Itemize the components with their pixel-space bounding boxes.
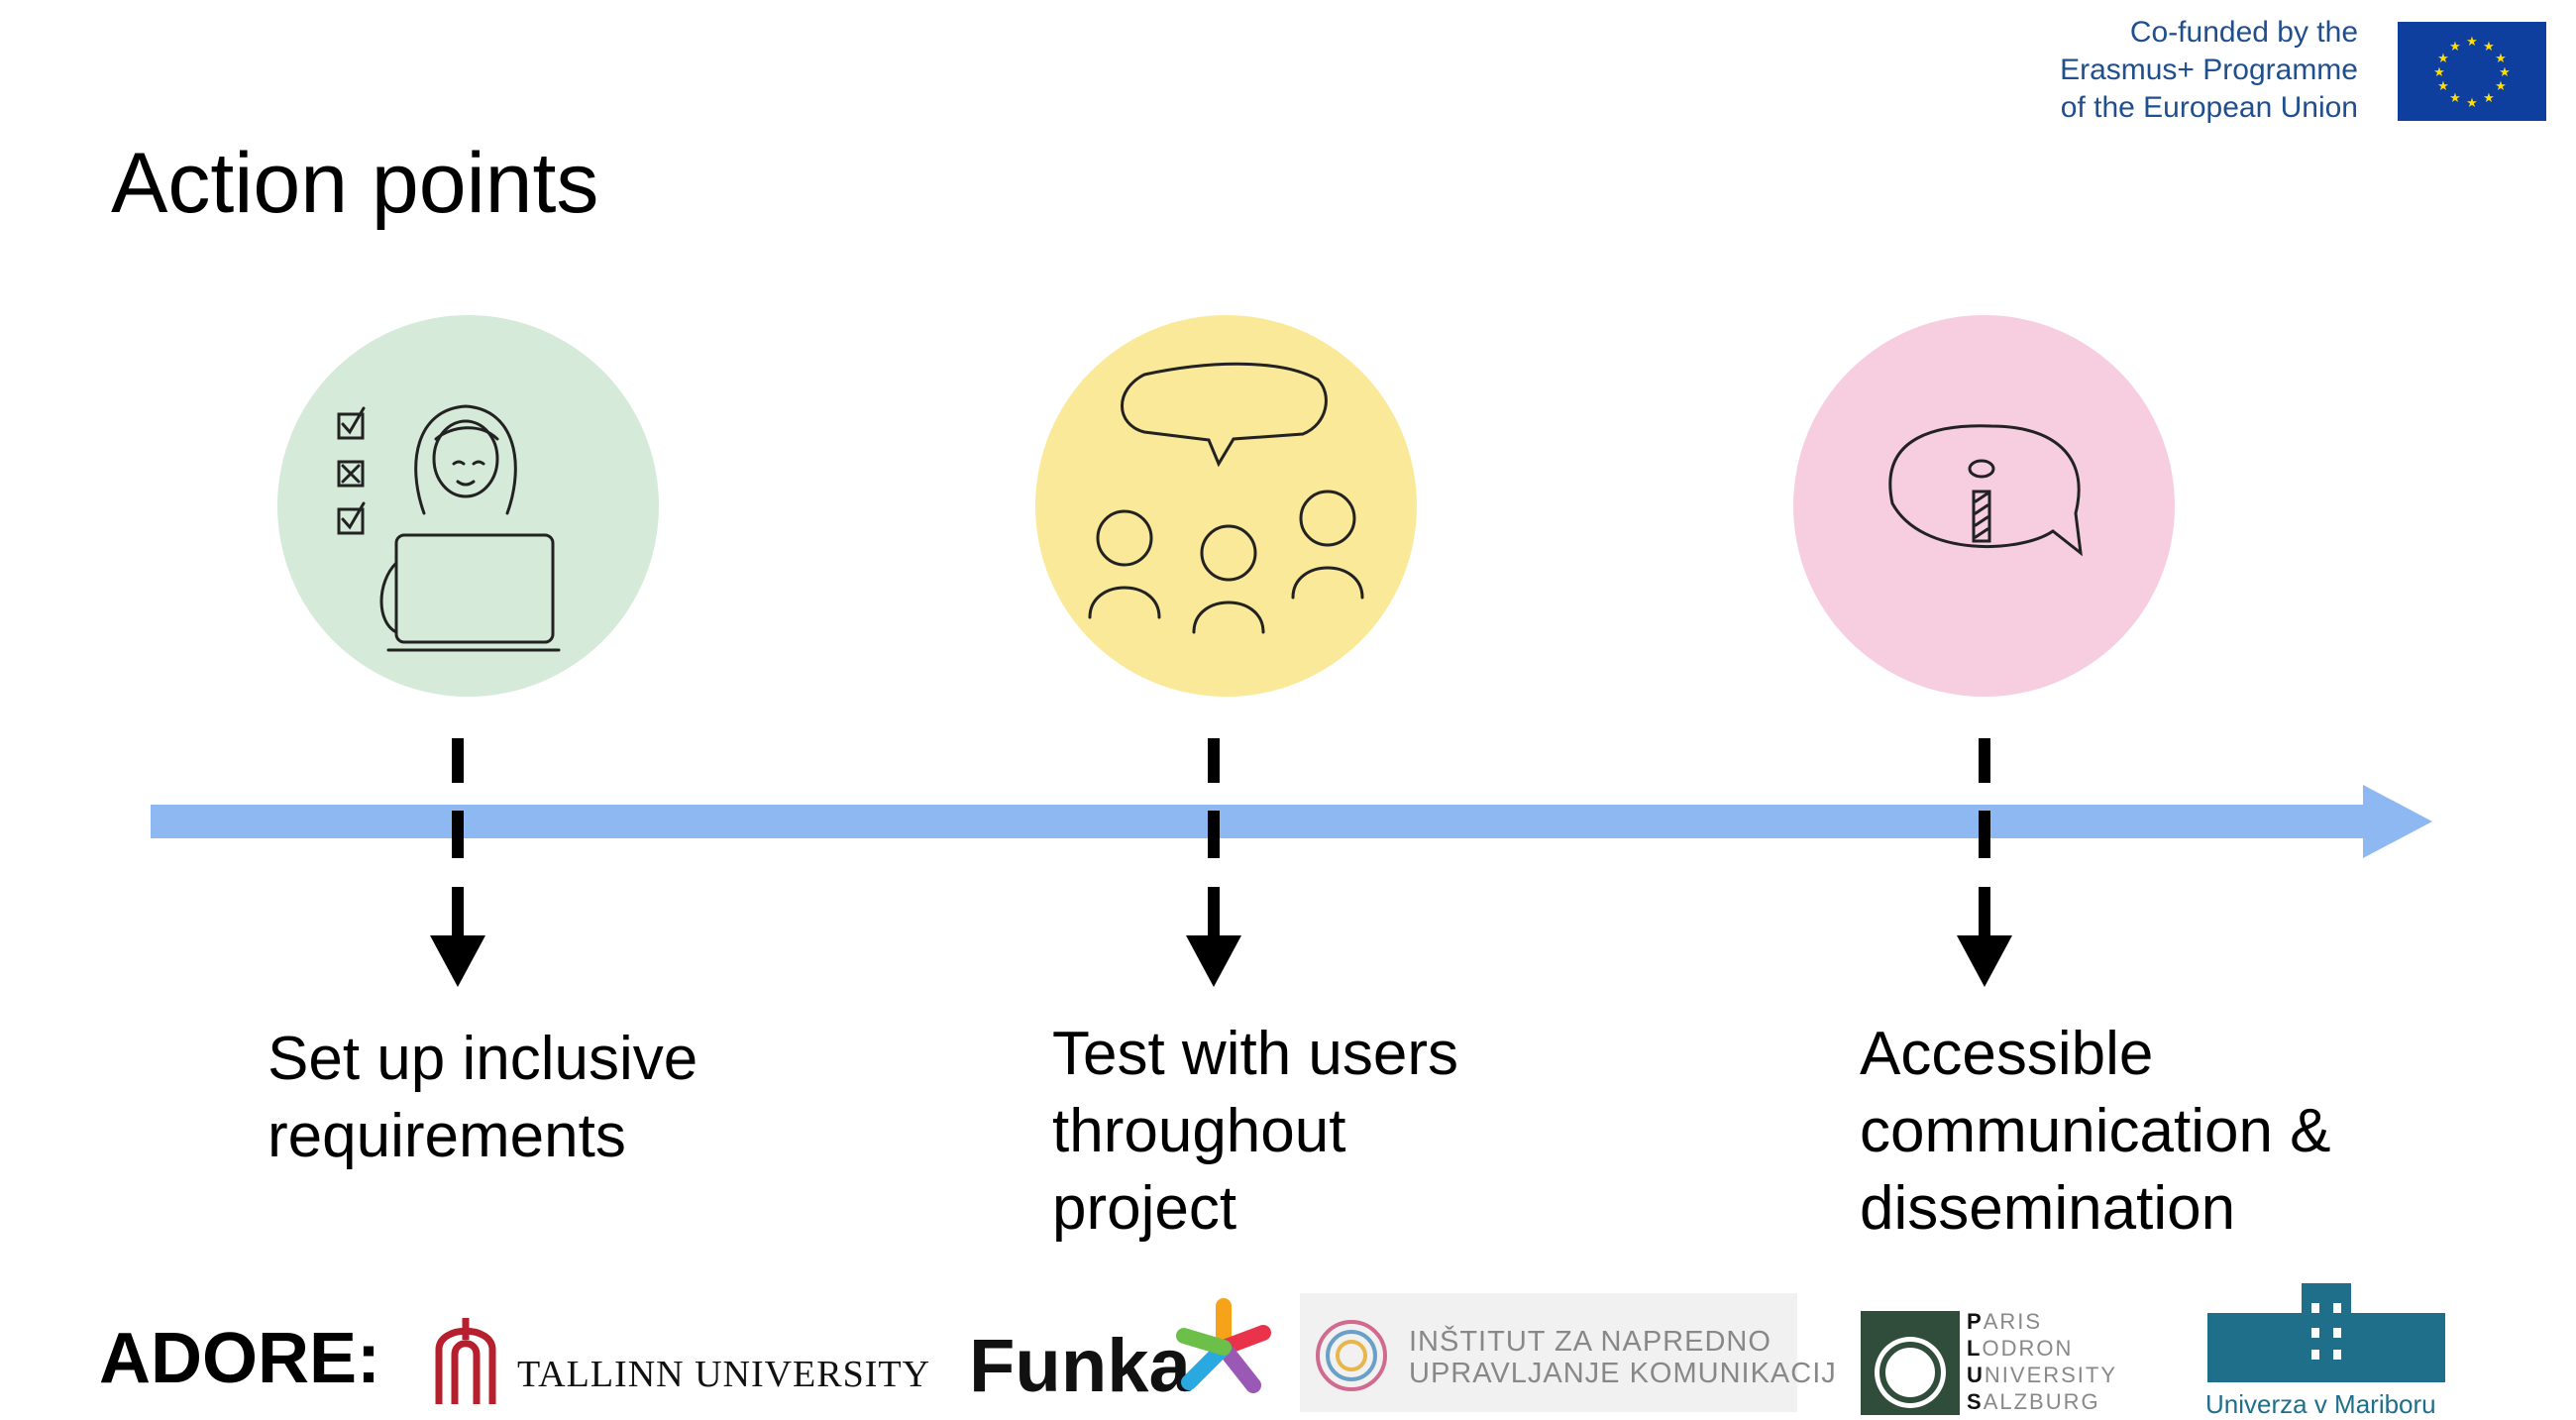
- plus-name-line: SALZBURG: [1967, 1389, 2100, 1414]
- step-2-label-line: project: [1052, 1174, 1237, 1243]
- person-laptop-checklist-icon: [337, 404, 561, 652]
- tallinn-university-logo-icon: [431, 1310, 500, 1414]
- step-1-label-line: Set up inclusive: [268, 1025, 698, 1093]
- svg-text:★: ★: [2433, 65, 2445, 80]
- inuk-name-line: INŠTITUT ZA NAPREDNO: [1409, 1326, 1771, 1358]
- step-1-down-arrow-icon: [430, 935, 485, 987]
- step-3-label: Accessible communication & dissemination: [1860, 1016, 2331, 1248]
- step-2-down-arrow-icon: [1186, 935, 1241, 987]
- plus-name: PARIS LODRON UNIVERSITY SALZBURG: [1967, 1308, 2117, 1415]
- step-1-circle: [277, 315, 659, 697]
- eu-line-1: Co-funded by the: [2129, 16, 2358, 49]
- group-speech-bubble-icon: [1088, 362, 1364, 634]
- step-2-dash: [1208, 811, 1220, 858]
- slide-title: Action points: [111, 136, 599, 231]
- step-2-dash: [1208, 887, 1220, 936]
- step-1-dash: [452, 738, 464, 783]
- svg-text:★: ★: [2499, 65, 2511, 80]
- svg-text:★: ★: [2437, 79, 2449, 94]
- svg-text:★: ★: [2449, 91, 2461, 106]
- inuk-logo-icon: [1310, 1316, 1394, 1400]
- step-2-label: Test with users throughout project: [1052, 1016, 1458, 1248]
- inuk-name: INŠTITUT ZA NAPREDNO UPRAVLJANJE KOMUNIK…: [1409, 1326, 1837, 1389]
- plus-logo-icon: [1861, 1311, 1960, 1415]
- funka-star-logo-icon: [1174, 1298, 1273, 1402]
- step-1-dash: [452, 887, 464, 936]
- svg-text:★: ★: [2466, 35, 2478, 50]
- step-3-down-arrow-icon: [1957, 935, 2012, 987]
- step-2-label-line: throughout: [1052, 1097, 1346, 1165]
- step-3-label-line: communication &: [1860, 1097, 2331, 1165]
- svg-text:★: ★: [2495, 79, 2507, 94]
- svg-text:★: ★: [2483, 91, 2495, 106]
- step-2-dash: [1208, 738, 1220, 783]
- maribor-name: Univerza v Mariboru: [2205, 1389, 2436, 1419]
- step-3-label-line: Accessible: [1860, 1020, 2154, 1088]
- eu-flag-icon: ★★★ ★★★ ★★★ ★★★: [2398, 22, 2546, 121]
- step-3-dash: [1979, 811, 1990, 858]
- svg-text:★: ★: [2495, 52, 2507, 66]
- plus-name-line: UNIVERSITY: [1967, 1363, 2118, 1387]
- eu-line-2: Erasmus+ Programme: [2060, 54, 2358, 86]
- inuk-name-line: UPRAVLJANJE KOMUNIKACIJ: [1409, 1358, 1837, 1389]
- step-1-dash: [452, 811, 464, 858]
- step-3-dash: [1979, 887, 1990, 936]
- info-speech-bubble-icon: [1888, 424, 2083, 557]
- step-3-label-line: dissemination: [1860, 1174, 2236, 1243]
- svg-text:★: ★: [2449, 40, 2461, 55]
- eu-funding-text: Co-funded by the Erasmus+ Programme of t…: [1764, 14, 2358, 127]
- plus-name-line: LODRON: [1967, 1336, 2074, 1361]
- maribor-building-logo-icon: [2207, 1278, 2445, 1392]
- step-1-label: Set up inclusive requirements: [268, 1021, 698, 1175]
- timeline-bar: [151, 805, 2370, 838]
- svg-text:★: ★: [2483, 40, 2495, 55]
- svg-text:★: ★: [2466, 96, 2478, 111]
- step-3-circle: [1793, 315, 2175, 697]
- step-1-label-line: requirements: [268, 1102, 626, 1170]
- tallinn-university-name: TALLINN UNIVERSITY: [517, 1354, 931, 1395]
- svg-text:★: ★: [2437, 52, 2449, 66]
- funka-name: Funka: [969, 1324, 1191, 1408]
- project-name: ADORE:: [99, 1319, 380, 1398]
- step-2-circle: [1035, 315, 1417, 697]
- plus-name-line: PARIS: [1967, 1309, 2043, 1334]
- timeline-arrowhead: [2363, 785, 2432, 858]
- inuk-logo-box: [1300, 1293, 1797, 1412]
- step-3-dash: [1979, 738, 1990, 783]
- eu-line-3: of the European Union: [2060, 91, 2358, 124]
- step-2-label-line: Test with users: [1052, 1020, 1459, 1088]
